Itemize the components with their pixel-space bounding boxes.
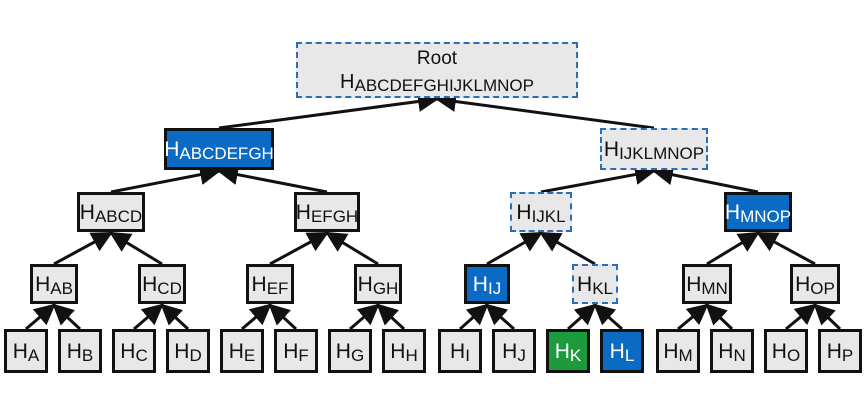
leaf-h-h: HH xyxy=(382,329,426,373)
edge-leaf-h-o-to-node-h-op xyxy=(785,303,817,331)
edge-node-h-efgh-to-node-h-abcdefgh xyxy=(216,164,328,194)
edge-node-h-mnop-to-node-h-ijklmnop xyxy=(651,164,759,194)
leaf-h-l: HL xyxy=(600,329,644,373)
node-h-gh: HGH xyxy=(354,264,402,304)
edge-node-h-op-to-node-h-mnop xyxy=(756,231,816,266)
edge-node-h-ij-to-node-h-ijkl xyxy=(486,231,543,266)
leaf-h-b: HB xyxy=(58,329,102,373)
edge-node-h-cd-to-node-h-abcd xyxy=(109,231,163,266)
edge-node-h-ef-to-node-h-efgh xyxy=(269,231,329,266)
edge-node-h-abcdefgh-to-root-node xyxy=(218,91,440,130)
node-h-efgh: HEFGH xyxy=(294,192,360,232)
edge-leaf-h-e-to-node-h-ef xyxy=(241,303,272,331)
leaf-h-p: HP xyxy=(818,329,862,373)
leaf-h-f: HF xyxy=(274,329,318,373)
leaf-h-k: HK xyxy=(546,329,590,373)
edge-node-h-ijklmnop-to-root-node xyxy=(434,91,655,130)
edge-leaf-h-c-to-node-h-cd xyxy=(133,303,164,331)
root-hash-label: HABCDEFGHIJKLMNOP xyxy=(340,70,534,95)
node-h-mnop: HMNOP xyxy=(724,192,792,232)
node-h-ab: HAB xyxy=(30,264,78,304)
leaf-h-e: HE xyxy=(220,329,264,373)
edge-node-h-gh-to-node-h-efgh xyxy=(325,231,379,266)
edge-leaf-h-p-to-node-h-op xyxy=(813,303,842,331)
edge-leaf-h-i-to-node-h-ij xyxy=(459,303,489,331)
edge-leaf-h-a-to-node-h-ab xyxy=(25,303,56,331)
edge-leaf-h-j-to-node-h-ij xyxy=(485,303,515,331)
node-h-ijkl: HIJKL xyxy=(510,192,572,232)
leaf-h-j: HJ xyxy=(492,329,536,373)
edge-leaf-h-b-to-node-h-ab xyxy=(52,303,82,331)
node-h-ijklmnop: HIJKLMNOP xyxy=(600,128,708,170)
leaf-h-i: HI xyxy=(438,329,482,373)
node-h-ef: HEF xyxy=(246,264,294,304)
leaf-h-a: HA xyxy=(4,329,48,373)
node-h-kl: HKL xyxy=(572,264,618,304)
node-h-cd: HCD xyxy=(138,264,186,304)
root-title: Root xyxy=(416,47,458,69)
node-h-op: HOP xyxy=(790,264,840,304)
node-h-abcdefgh: HABCDEFGH xyxy=(164,128,274,170)
edge-leaf-h-n-to-node-h-mn xyxy=(705,303,734,331)
edge-leaf-h-f-to-node-h-ef xyxy=(268,303,298,331)
edge-leaf-h-h-to-node-h-gh xyxy=(376,303,406,331)
leaf-h-o: HO xyxy=(764,329,808,373)
leaf-h-m: HM xyxy=(656,329,700,373)
leaf-h-c: HC xyxy=(112,329,156,373)
edge-leaf-h-g-to-node-h-gh xyxy=(349,303,380,331)
edge-node-h-mn-to-node-h-mnop xyxy=(706,231,760,266)
leaf-h-g: HG xyxy=(328,329,372,373)
edge-node-h-kl-to-node-h-ijkl xyxy=(539,231,596,266)
node-h-ij: HIJ xyxy=(464,264,510,304)
edge-leaf-h-m-to-node-h-mn xyxy=(677,303,709,331)
edge-node-h-ab-to-node-h-abcd xyxy=(53,231,113,266)
edge-leaf-h-d-to-node-h-cd xyxy=(160,303,190,331)
edge-leaf-h-k-to-node-h-kl xyxy=(567,303,597,331)
node-h-abcd: HABCD xyxy=(77,192,145,232)
edge-leaf-h-l-to-node-h-kl xyxy=(593,303,623,331)
edge-node-h-abcd-to-node-h-abcdefgh xyxy=(110,164,222,194)
leaf-h-n: HN xyxy=(710,329,754,373)
node-h-mn: HMN xyxy=(682,264,732,304)
leaf-h-d: HD xyxy=(166,329,210,373)
edge-node-h-ijkl-to-node-h-ijklmnop xyxy=(540,164,657,194)
root-node: Root HABCDEFGHIJKLMNOP xyxy=(296,42,578,98)
